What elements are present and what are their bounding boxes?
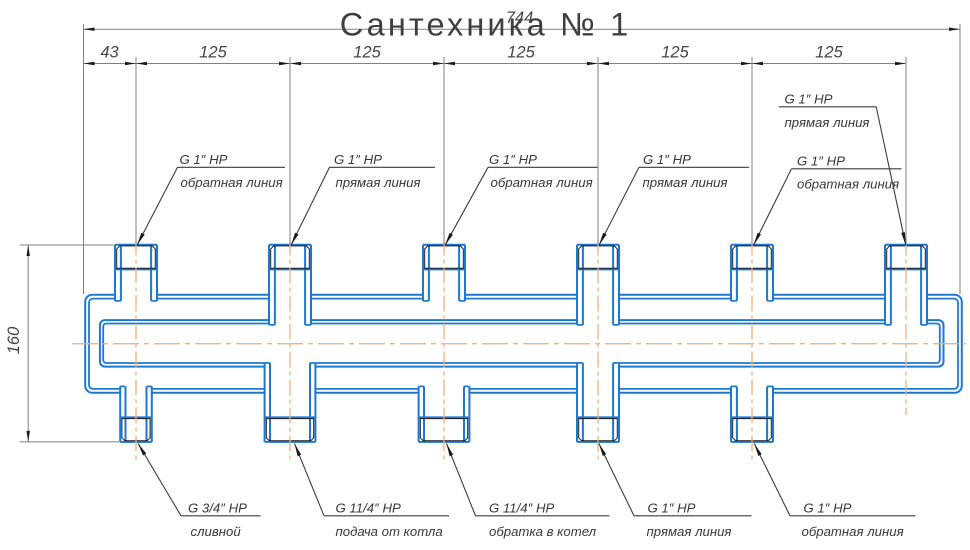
svg-text:G 1″ НР: G 1″ НР xyxy=(180,152,228,167)
svg-text:160: 160 xyxy=(5,326,23,354)
svg-text:125: 125 xyxy=(815,43,843,61)
svg-text:G 1″ НР: G 1″ НР xyxy=(334,152,382,167)
svg-text:обратная линия: обратная линия xyxy=(491,175,593,190)
svg-text:G 1″ НР: G 1″ НР xyxy=(804,501,852,516)
svg-text:прямая линия: прямая линия xyxy=(336,175,421,190)
svg-text:обратная линия: обратная линия xyxy=(802,524,904,539)
svg-text:сливной: сливной xyxy=(191,524,242,539)
svg-text:G 1″ НР: G 1″ НР xyxy=(797,154,845,169)
svg-text:прямая линия: прямая линия xyxy=(643,175,728,190)
svg-text:125: 125 xyxy=(661,43,689,61)
svg-text:G 1″ НР: G 1″ НР xyxy=(648,501,696,516)
svg-text:G 1″ НР: G 1″ НР xyxy=(785,92,833,107)
svg-text:G 11/4″ НР: G 11/4″ НР xyxy=(336,501,401,516)
svg-text:прямая линия: прямая линия xyxy=(785,115,870,130)
svg-text:Сантехника № 1: Сантехника № 1 xyxy=(340,7,632,43)
svg-text:125: 125 xyxy=(507,43,535,61)
svg-text:744: 744 xyxy=(506,9,534,27)
svg-text:обратная линия: обратная линия xyxy=(797,177,899,192)
svg-text:подача от котла: подача от котла xyxy=(336,524,443,539)
svg-text:G 11/4″ НР: G 11/4″ НР xyxy=(489,501,554,516)
svg-text:43: 43 xyxy=(100,43,119,61)
svg-text:обратка в котел: обратка в котел xyxy=(489,524,597,539)
svg-text:125: 125 xyxy=(199,43,227,61)
svg-text:G 1″ НР: G 1″ НР xyxy=(643,152,691,167)
svg-text:G 1″ НР: G 1″ НР xyxy=(489,152,537,167)
svg-text:G 3/4″ НР: G 3/4″ НР xyxy=(188,501,247,516)
svg-text:125: 125 xyxy=(353,43,381,61)
svg-text:прямая линия: прямая линия xyxy=(647,524,732,539)
svg-text:обратная линия: обратная линия xyxy=(181,175,283,190)
